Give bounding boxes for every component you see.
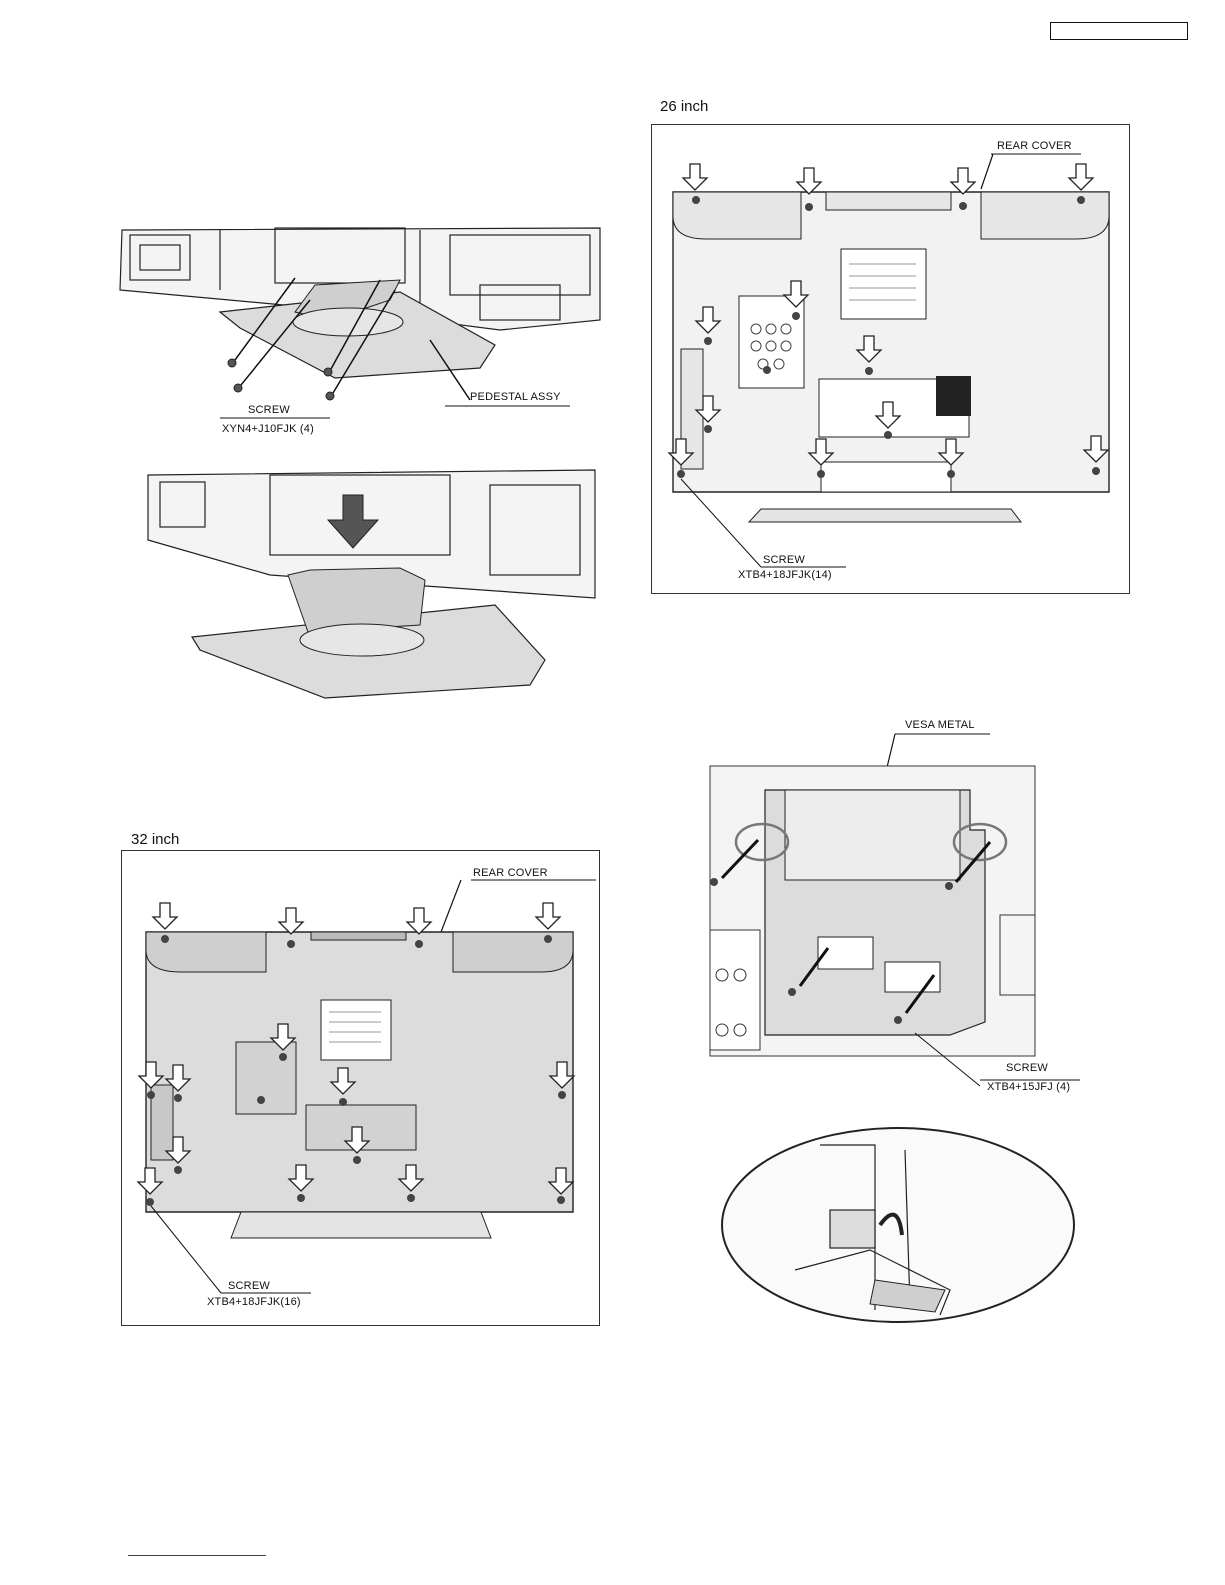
pedestal-removal-diagram	[100, 220, 610, 710]
tv32-screw-part: XTB4+18JFJK(16)	[207, 1296, 301, 1308]
tv26-rear-view-diagram	[651, 124, 1130, 594]
tv26-screw-part: XTB4+18JFJK(14)	[738, 569, 832, 581]
footer-link-underline	[128, 1555, 266, 1556]
tv32-size-label: 32 inch	[131, 831, 179, 848]
document-number-box	[1050, 22, 1188, 40]
pedestal-screw-part: XYN4+J10FJK (4)	[222, 423, 314, 435]
vesa-screw-label: SCREW	[1006, 1062, 1048, 1074]
pedestal-screw-label: SCREW	[248, 404, 290, 416]
vesa-metal-diagram	[700, 730, 1080, 1330]
tv32-rear-view-diagram	[121, 850, 600, 1326]
vesa-screw-part: XTB4+15JFJ (4)	[987, 1081, 1070, 1093]
tv26-screw-label: SCREW	[763, 554, 805, 566]
pedestal-assy-label: PEDESTAL ASSY	[470, 391, 561, 403]
tv32-screw-label: SCREW	[228, 1280, 270, 1292]
tv26-size-label: 26 inch	[660, 98, 708, 115]
